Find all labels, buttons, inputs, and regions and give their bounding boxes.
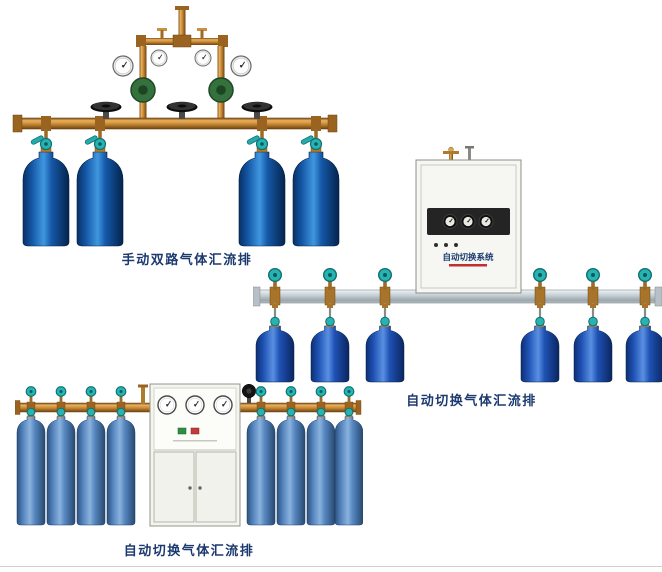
riser-pipe	[141, 386, 145, 404]
teal-valve-knob	[25, 386, 37, 404]
cabinet-label: 自动切换系统	[442, 252, 494, 262]
gas-cylinder	[625, 316, 662, 383]
valve-handwheels	[90, 101, 273, 119]
product-caption: 自动切换气体汇流排	[123, 543, 255, 558]
gas-cylinder	[310, 316, 350, 383]
indicator-light	[444, 243, 448, 247]
product-figure-manual-dual-manifold: 手动双路气体汇流排	[10, 6, 340, 268]
green-indicator	[177, 427, 187, 435]
teal-valve-knob	[315, 386, 327, 404]
bottom-divider	[0, 566, 662, 567]
teal-valve-knob	[115, 386, 127, 404]
auto-switch-cabinet-illustration	[15, 383, 363, 527]
indicator-light	[434, 243, 438, 247]
pressure-gauge	[194, 49, 212, 67]
outlet-pipe-assembly	[136, 6, 228, 72]
pressure-regulators	[112, 49, 252, 120]
door-knob	[188, 486, 192, 490]
product-caption: 手动双路气体汇流排	[121, 252, 253, 267]
product-caption: 自动切换气体汇流排	[406, 393, 537, 408]
gas-cylinder	[365, 316, 405, 383]
gas-cylinders	[255, 303, 662, 383]
pressure-gauge	[157, 395, 177, 415]
pressure-gauge	[213, 395, 233, 415]
cabinet-door-right	[195, 451, 237, 523]
gas-cylinder	[76, 407, 106, 526]
gas-cylinder	[246, 407, 276, 526]
cabinet-red-line	[449, 264, 487, 267]
teal-valve-knob	[85, 386, 97, 404]
control-cabinet	[149, 383, 241, 527]
gas-cylinders	[22, 129, 340, 247]
gas-cylinder	[16, 407, 46, 526]
cabinet-door-left	[153, 451, 195, 523]
valve-handwheel	[241, 101, 273, 119]
black-valve-handwheel	[241, 383, 257, 403]
gas-cylinder	[520, 316, 560, 383]
pressure-gauge	[478, 214, 494, 229]
product-figure-auto-switch-manifold: 自动切换系统	[253, 146, 662, 409]
product-figure-auto-switch-manifold-cabinet: 自动切换气体汇流排	[15, 380, 363, 559]
red-indicator	[190, 427, 200, 435]
pressure-gauge	[150, 49, 168, 67]
gas-cylinder	[255, 316, 295, 383]
gas-cylinder	[276, 407, 306, 526]
teal-valve-knob	[55, 386, 67, 404]
gas-cylinder	[334, 407, 363, 526]
door-knob	[198, 486, 202, 490]
gas-cylinder	[306, 407, 336, 526]
valve-handwheel	[166, 101, 198, 119]
teal-valve-knob	[343, 386, 355, 404]
manifold-header-pipes	[15, 384, 362, 415]
gas-cylinder	[76, 137, 124, 247]
pressure-gauge	[185, 395, 205, 415]
control-cabinet: 自动切换系统	[415, 146, 522, 294]
pressure-gauge	[460, 214, 476, 229]
teal-valve-knob	[255, 386, 267, 404]
gas-cylinder	[573, 316, 613, 383]
pressure-gauge	[230, 55, 252, 77]
pressure-gauge	[442, 214, 458, 229]
teal-valve-knob	[285, 386, 297, 404]
gas-cylinder	[22, 137, 70, 247]
indicator-light	[454, 243, 458, 247]
gas-cylinders	[16, 407, 363, 526]
gas-cylinder	[106, 407, 136, 526]
manual-dual-manifold-illustration	[12, 6, 340, 247]
pressure-gauge	[112, 55, 134, 77]
manifold-header-pipe	[12, 114, 338, 133]
auto-switch-manifold-illustration: 自动切换系统	[253, 146, 662, 383]
gas-cylinder	[46, 407, 76, 526]
top-valve-knob	[448, 146, 454, 153]
